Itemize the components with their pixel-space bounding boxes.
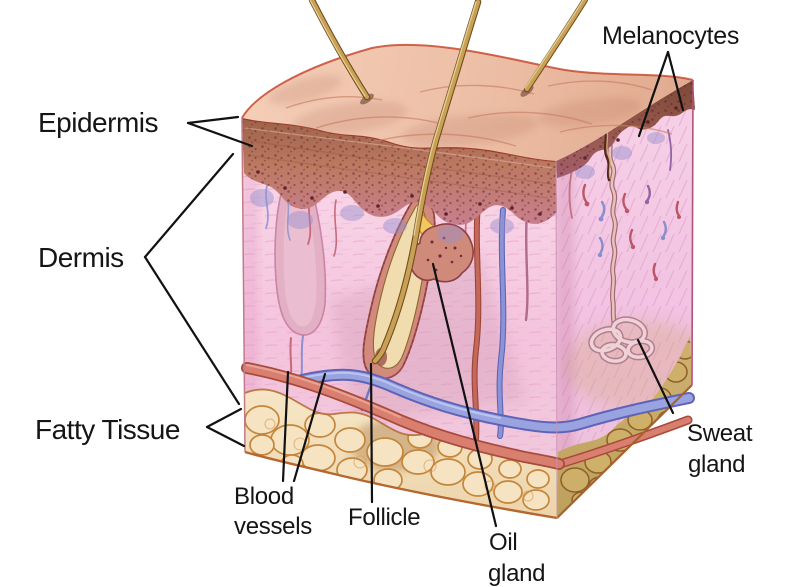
epidermis-front [241, 116, 557, 225]
epidermis-leader-upper [186, 115, 240, 125]
melanocyte-dots [256, 106, 678, 216]
oil-gland [408, 208, 474, 283]
label-sweat-gland-line2: gland [688, 451, 745, 478]
melanocytes-leader-left [637, 50, 670, 138]
labels: Epidermis Dermis Fatty Tissue Melanocyte… [35, 22, 753, 587]
blood-vessels-leader-right [292, 372, 327, 483]
sweat-gland-leader [636, 338, 675, 415]
epidermis-leader-lower [186, 121, 254, 148]
block-edges [241, 79, 694, 520]
artery-side-branch [555, 415, 693, 469]
follicle-leader [369, 362, 374, 504]
fatty-tissue-leader-lower [205, 425, 246, 448]
label-sweat-gland-line1: Sweat [687, 420, 753, 447]
hair-shaft-1 [308, 0, 371, 101]
epidermal-ridge-shadows [250, 132, 665, 243]
hair-shaft-2-follicle-hair [371, 0, 482, 365]
label-melanocytes: Melanocytes [602, 22, 739, 50]
label-epidermis: Epidermis [38, 107, 158, 138]
fat-lobule-detail [264, 418, 534, 502]
artery [241, 362, 565, 470]
fatty-tissue-leader-upper [205, 407, 243, 429]
oil-gland-leader [431, 262, 498, 528]
hairs [308, 0, 588, 365]
label-blood-vessels-line1: Blood [234, 483, 294, 510]
blood-vessels-leader-left [281, 370, 290, 483]
dermis-leader-lower [143, 255, 241, 406]
leader-lines [143, 50, 685, 528]
fatty-tissue-side [557, 336, 692, 518]
label-oil-gland-line1: Oil [489, 529, 517, 556]
dermis-leader-upper [143, 152, 235, 259]
label-oil-gland-line2: gland [488, 560, 545, 587]
hair-shaft-3 [524, 0, 588, 92]
surface-wrinkles [285, 80, 673, 147]
label-follicle: Follicle [348, 504, 420, 531]
label-fatty-tissue: Fatty Tissue [35, 414, 180, 445]
melanocytes-leader-right [666, 50, 685, 112]
label-dermis: Dermis [38, 242, 124, 273]
epidermis-side [556, 80, 695, 182]
label-blood-vessels-line2: vessels [234, 513, 312, 540]
